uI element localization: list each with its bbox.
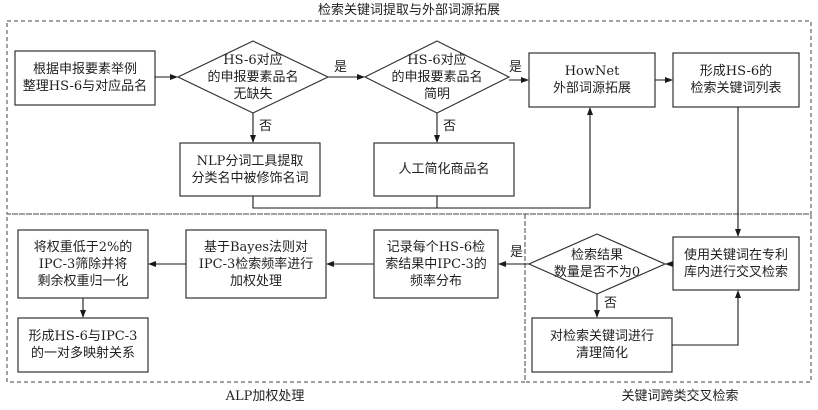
node-record-freq-line-2: 索结果中IPC-3的: [385, 256, 487, 272]
box-manual-simplify: [373, 142, 515, 197]
node-check-results: 检索结果 数量是否不为0: [537, 240, 657, 288]
node-nlp-extract: NLP分词工具提取 分类名中被修饰名词: [180, 143, 320, 196]
box-clean-keywords: [531, 317, 673, 373]
node-bayes-weight-line-1: 基于Bayes法则对: [203, 239, 308, 255]
node-hownet: HowNet 外部词源拓展: [529, 53, 655, 107]
region-weighting: [6, 213, 526, 383]
region-title-weighting: ALP加权处理: [225, 389, 305, 404]
node-bayes-weight: 基于Bayes法则对 IPC-3检索频率进行 加权处理: [186, 230, 326, 298]
node-organize: 根据申报要素举例 整理HS-6与对应品名: [15, 51, 155, 105]
node-keyword-list: 形成HS-6的 检索关键词列表: [673, 53, 799, 107]
node-filter-normalize-line-1: 将权重低于2%的: [33, 239, 133, 255]
node-keyword-list-line-2: 检索关键词列表: [690, 81, 782, 96]
edge-label-results-yes: 是: [510, 245, 524, 260]
node-manual-simplify: 人工简化商品名: [374, 143, 514, 196]
node-check-missing: HS-6对应 的申报要素品名 无缺失: [188, 47, 318, 107]
node-nlp-extract-line-2: 分类名中被修饰名词: [191, 170, 309, 186]
region-cross-search: [524, 213, 812, 383]
node-mapping: 形成HS-6与IPC-3 的一对多映射关系: [18, 318, 148, 372]
box-cross-search: [672, 236, 800, 291]
node-bayes-weight-line-2: IPC-3检索频率进行: [198, 256, 314, 272]
node-filter-normalize-line-2: IPC-3筛除并将: [38, 256, 128, 272]
node-check-concise-line-3: 简明: [423, 86, 450, 102]
edge-label-missing-no: 否: [259, 119, 273, 134]
node-record-freq-line-1: 记录每个HS-6检: [386, 239, 486, 255]
node-check-missing-line-2: 的申报要素品名: [207, 69, 299, 85]
node-clean-keywords: 对检索关键词进行 清理简化: [532, 318, 672, 372]
node-organize-line-2: 整理HS-6与对应品名: [22, 79, 148, 94]
edge-nlp-manual-to-hownet: [252, 107, 593, 209]
node-manual-simplify-line-1: 人工简化商品名: [398, 162, 490, 177]
node-check-concise: HS-6对应 的申报要素品名 简明: [372, 47, 502, 107]
edge-label-missing-yes: 是: [334, 60, 348, 75]
edge-label-results-no: 否: [604, 296, 618, 311]
node-record-freq: 记录每个HS-6检 索结果中IPC-3的 频率分布: [374, 230, 498, 298]
node-bayes-weight-line-3: 加权处理: [229, 273, 282, 289]
node-keyword-list-line-1: 形成HS-6的: [699, 64, 773, 79]
region-title-extraction: 检索关键词提取与外部词源拓展: [317, 3, 500, 18]
box-nlp-extract: [179, 142, 321, 197]
edge-label-concise-yes: 是: [509, 60, 523, 75]
node-check-concise-line-2: 的申报要素品名: [391, 69, 483, 85]
node-cross-search-line-2: 库内进行交叉检索: [683, 264, 788, 280]
node-mapping-line-2: 的一对多映射关系: [30, 346, 135, 361]
box-mapping: [17, 317, 149, 373]
edge-label-concise-no: 否: [443, 119, 457, 134]
node-check-results-line-1: 检索结果: [570, 248, 623, 263]
node-record-freq-line-3: 频率分布: [409, 273, 462, 289]
region-extraction: [6, 20, 812, 215]
edge-clean-to-search: [672, 290, 741, 346]
node-clean-keywords-line-1: 对检索关键词进行: [549, 329, 654, 344]
node-cross-search-line-1: 使用关键词在专利: [683, 247, 788, 263]
node-mapping-line-1: 形成HS-6与IPC-3: [28, 329, 138, 344]
node-cross-search: 使用关键词在专利 库内进行交叉检索: [673, 237, 799, 290]
box-organize: [14, 50, 156, 106]
node-nlp-extract-line-1: NLP分词工具提取: [196, 153, 304, 169]
node-hownet-line-2: 外部词源拓展: [552, 81, 631, 96]
node-filter-normalize-line-3: 剩余权重归一化: [37, 273, 129, 289]
region-title-cross-search: 关键词跨类交叉检索: [621, 389, 739, 404]
node-check-missing-line-3: 无缺失: [233, 86, 273, 102]
box-keyword-list: [672, 52, 800, 108]
node-organize-line-1: 根据申报要素举例: [32, 62, 137, 77]
node-filter-normalize: 将权重低于2%的 IPC-3筛除并将 剩余权重归一化: [18, 230, 148, 298]
node-clean-keywords-line-2: 清理简化: [575, 346, 628, 361]
node-check-concise-line-1: HS-6对应: [407, 52, 467, 68]
node-check-missing-line-1: HS-6对应: [223, 52, 283, 68]
node-hownet-line-1: HowNet: [564, 64, 620, 79]
node-check-results-line-2: 数量是否不为0: [553, 265, 641, 280]
